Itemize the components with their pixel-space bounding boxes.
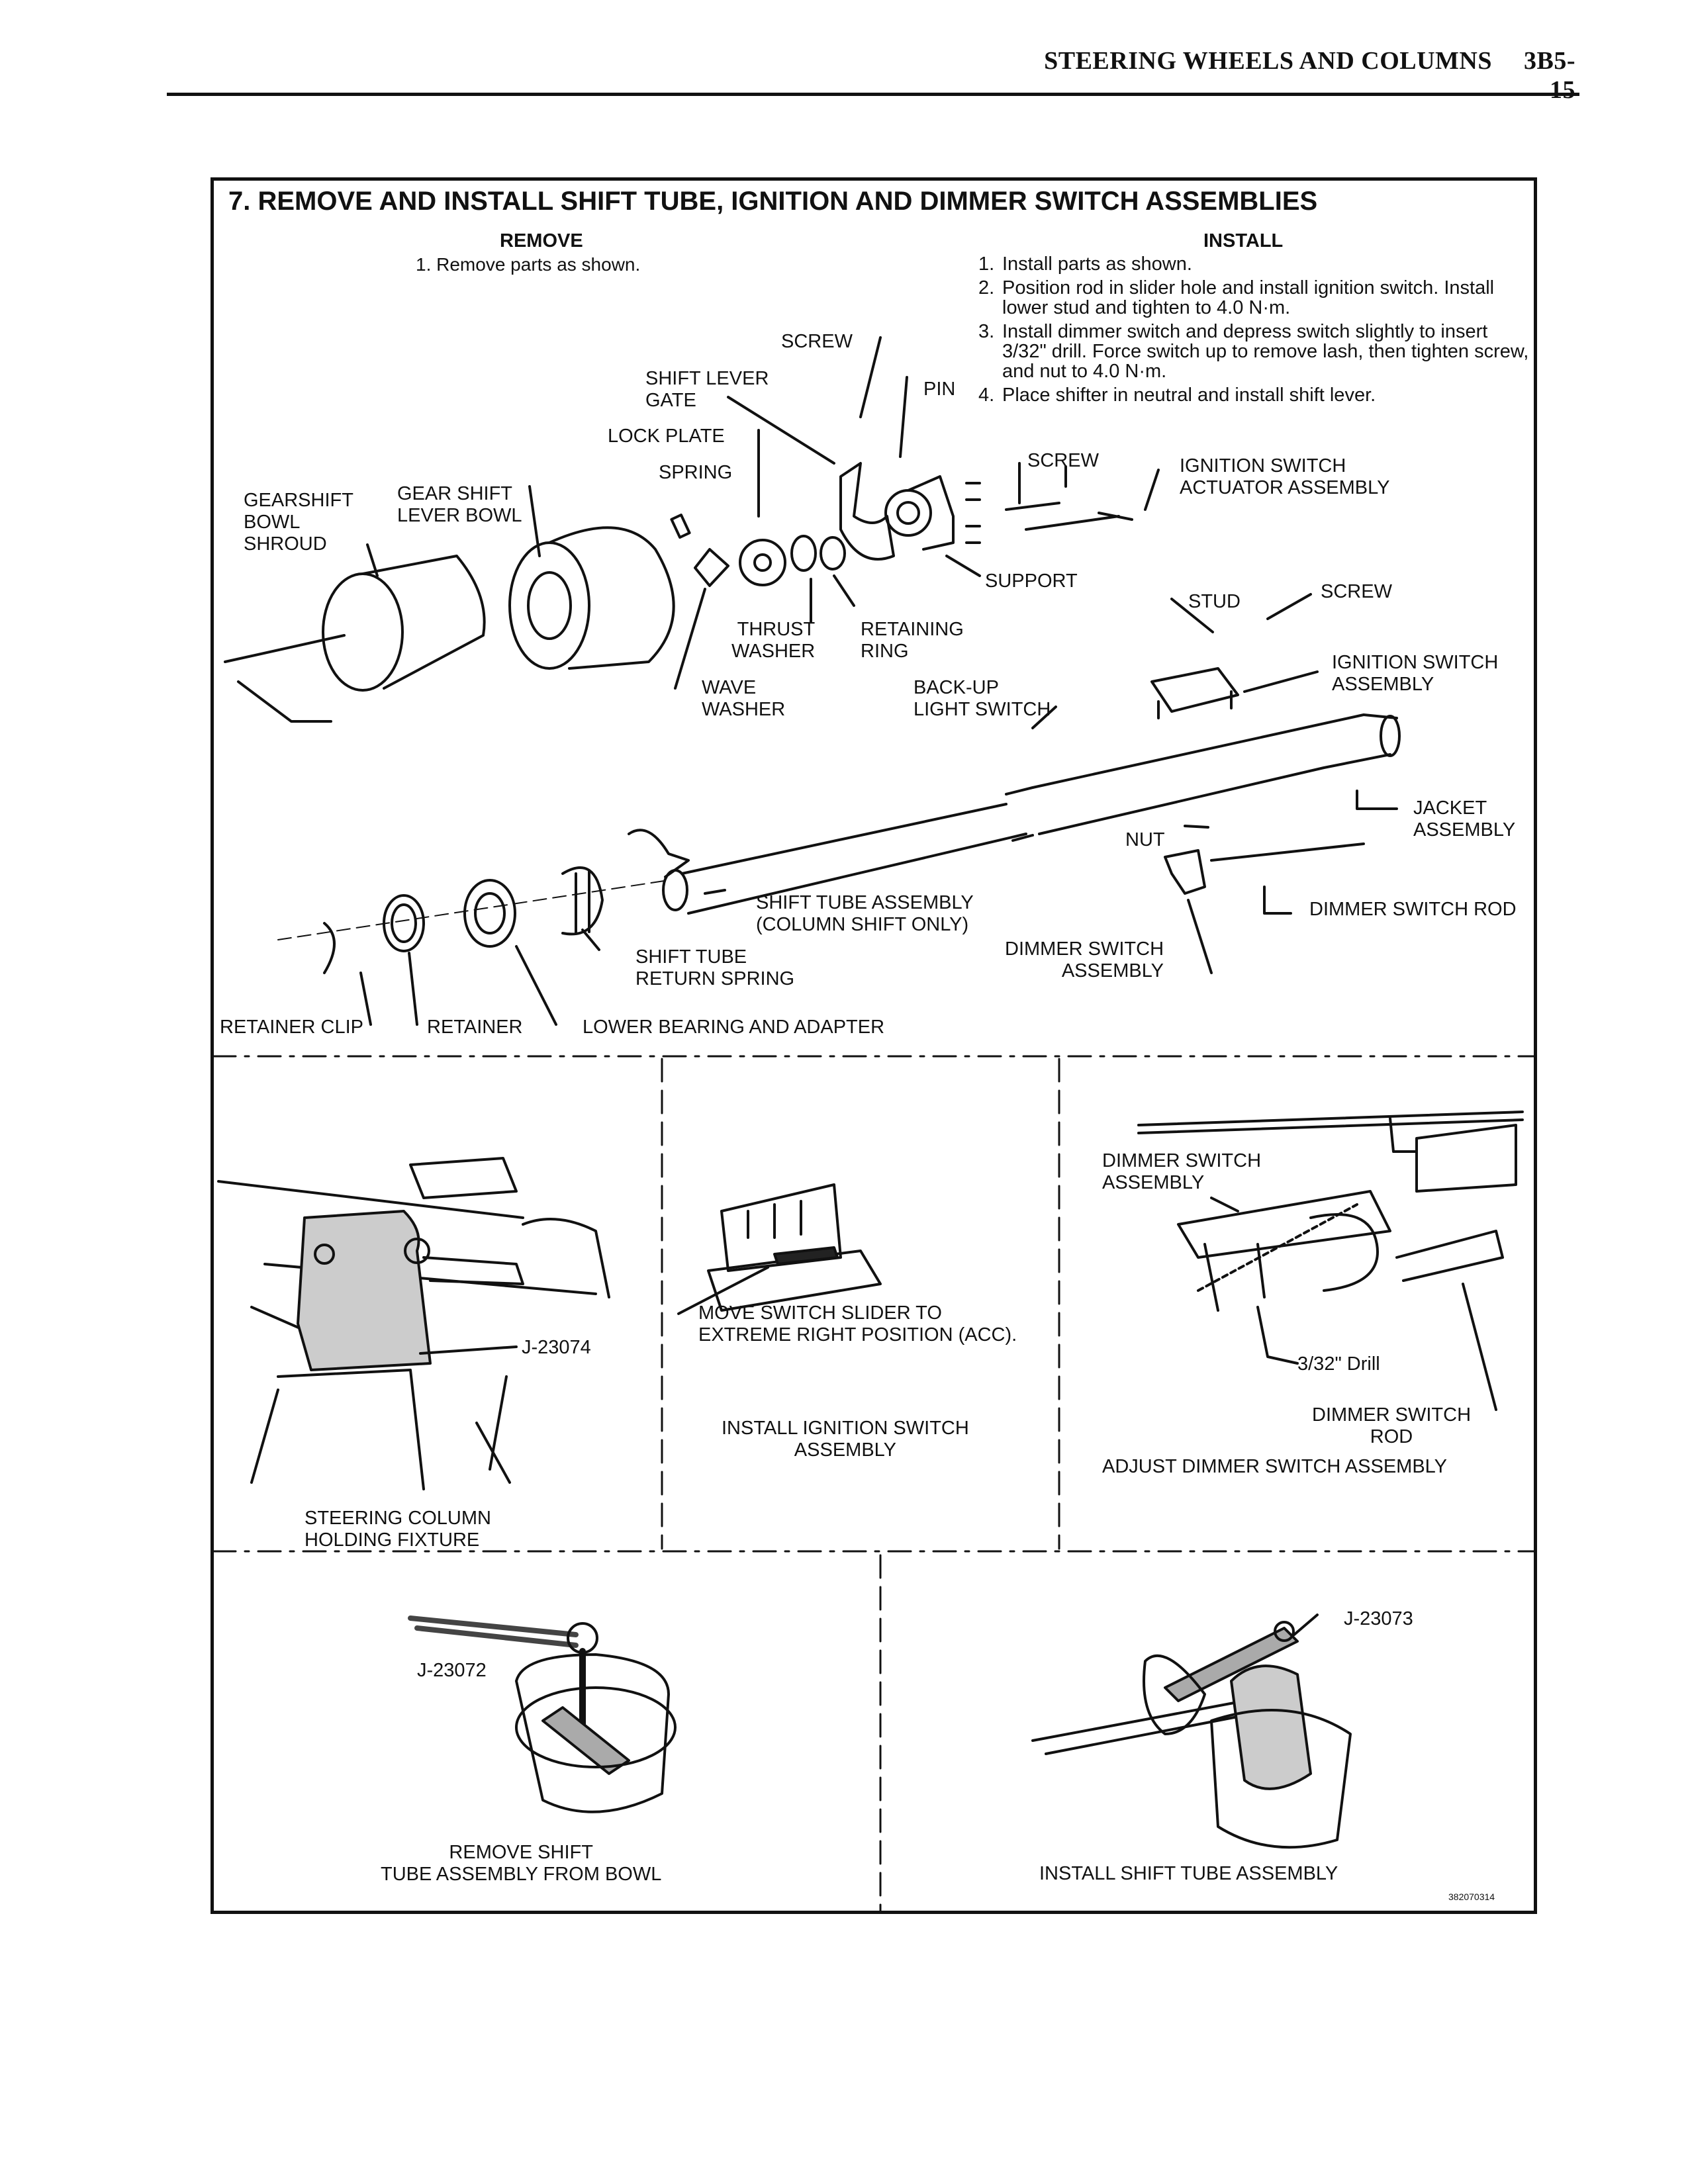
p4-caption: REMOVE SHIFT TUBE ASSEMBLY FROM BOWL (381, 1842, 662, 1885)
label-pin: PIN (923, 379, 956, 400)
label-shift-lever-gate: SHIFT LEVER GATE (645, 368, 769, 411)
label-shift-tube-return-spring: SHIFT TUBE RETURN SPRING (635, 946, 795, 989)
label-lock-plate: LOCK PLATE (608, 426, 725, 447)
label-dimmer-switch-rod: DIMMER SWITCH ROD (1309, 899, 1517, 920)
label-retainer-clip: RETAINER CLIP (220, 1017, 364, 1038)
label-ignition-switch-assembly: IGNITION SWITCH ASSEMBLY (1332, 652, 1499, 695)
header-title: STEERING WHEELS AND COLUMNS (1044, 47, 1492, 75)
p3-dimmer-switch-assembly: DIMMER SWITCH ASSEMBLY (1102, 1150, 1262, 1193)
label-shift-tube-assembly: SHIFT TUBE ASSEMBLY (COLUMN SHIFT ONLY) (756, 892, 974, 935)
label-screw: SCREW (1321, 581, 1392, 602)
label-lower-bearing-adapter: LOWER BEARING AND ADAPTER (583, 1017, 885, 1038)
label-retainer: RETAINER (427, 1017, 523, 1038)
install-step: 1.Install parts as shown. (978, 253, 1192, 275)
install-heading: INSTALL (1203, 230, 1284, 251)
install-step: 3.Install dimmer switch and depress swit… (978, 321, 1529, 382)
page-header: STEERING WHEELS AND COLUMNS 3B5-15 (1033, 46, 1575, 105)
p3-dimmer-switch-rod: DIMMER SWITCH ROD (1312, 1404, 1472, 1447)
label-thrust-washer: THRUST WASHER (731, 619, 816, 662)
p2-note: MOVE SWITCH SLIDER TO EXTREME RIGHT POSI… (698, 1302, 1017, 1345)
install-step: 2.Position rod in slider hole and instal… (978, 277, 1495, 318)
label-support: SUPPORT (985, 570, 1078, 592)
label-gearshift-bowl-shroud: GEARSHIFT BOWL SHROUD (244, 490, 353, 555)
p3-caption: ADJUST DIMMER SWITCH ASSEMBLY (1102, 1456, 1447, 1477)
label-retaining-ring: RETAINING RING (861, 619, 964, 662)
label-stud: STUD (1188, 591, 1241, 612)
label-jacket-assembly: JACKET ASSEMBLY (1413, 797, 1516, 841)
label-wave-washer: WAVE WASHER (702, 677, 786, 720)
install-step: 4.Place shifter in neutral and install s… (978, 385, 1376, 406)
p1-caption: STEERING COLUMN HOLDING FIXTURE (305, 1508, 491, 1551)
label-screw: SCREW (1027, 450, 1099, 471)
label-nut: NUT (1125, 829, 1165, 850)
p5-tool: J-23073 (1344, 1608, 1413, 1629)
label-spring: SPRING (659, 462, 733, 483)
p5-caption: INSTALL SHIFT TUBE ASSEMBLY (1039, 1863, 1338, 1884)
figure-frame (211, 177, 1537, 1914)
label-gear-shift-lever-bowl: GEAR SHIFT LEVER BOWL (397, 483, 522, 526)
label-screw: SCREW (781, 331, 853, 352)
header-rule (167, 93, 1579, 96)
section-title: 7. REMOVE AND INSTALL SHIFT TUBE, IGNITI… (228, 187, 1318, 216)
p3-drill: 3/32" Drill (1297, 1353, 1380, 1375)
p2-caption: INSTALL IGNITION SWITCH ASSEMBLY (722, 1418, 969, 1461)
remove-step-1: 1. Remove parts as shown. (416, 254, 641, 275)
label-backup-light-switch: BACK-UP LIGHT SWITCH (914, 677, 1051, 720)
figure-code: 382070314 (1448, 1891, 1495, 1902)
remove-heading: REMOVE (500, 230, 583, 251)
label-ignition-switch-actuator: IGNITION SWITCH ACTUATOR ASSEMBLY (1180, 455, 1390, 498)
label-dimmer-switch-assembly: DIMMER SWITCH ASSEMBLY (1005, 938, 1164, 981)
install-steps: 1.Install parts as shown. 2.Position rod… (978, 254, 1534, 409)
p1-tool: J-23074 (522, 1337, 591, 1358)
p4-tool: J-23072 (417, 1660, 487, 1681)
page-number: 3B5-15 (1524, 47, 1575, 104)
